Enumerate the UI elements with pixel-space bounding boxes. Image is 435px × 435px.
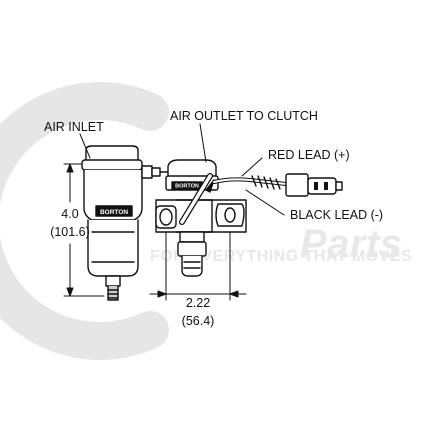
air-filter: [81, 145, 161, 301]
width-dim-mm: (56.4): [181, 314, 215, 328]
black-lead-label: BLACK LEAD (-): [290, 208, 384, 222]
watermark-brand-text: Parts: [300, 222, 403, 266]
height-dim-mm: (101.6): [50, 225, 90, 239]
height-dim-inches: 4.0: [61, 207, 79, 221]
air-inlet-label: AIR INLET: [44, 120, 104, 134]
valve-logo-text: BORTON: [175, 184, 199, 190]
width-dimension: [149, 231, 247, 301]
red-lead-label: RED LEAD (+): [268, 148, 350, 162]
air-outlet-label: AIR OUTLET TO CLUTCH: [170, 109, 318, 123]
wire-harness: [212, 173, 343, 197]
leader-lines: [79, 123, 285, 216]
filter-logo-text: BORTON: [100, 209, 128, 216]
width-dim-inches: 2.22: [185, 296, 211, 310]
height-dimension: [63, 163, 105, 297]
watermark-tagline: FOR EVERYTHING THAT MOVES: [150, 248, 413, 265]
solenoid-valve: [155, 159, 247, 277]
